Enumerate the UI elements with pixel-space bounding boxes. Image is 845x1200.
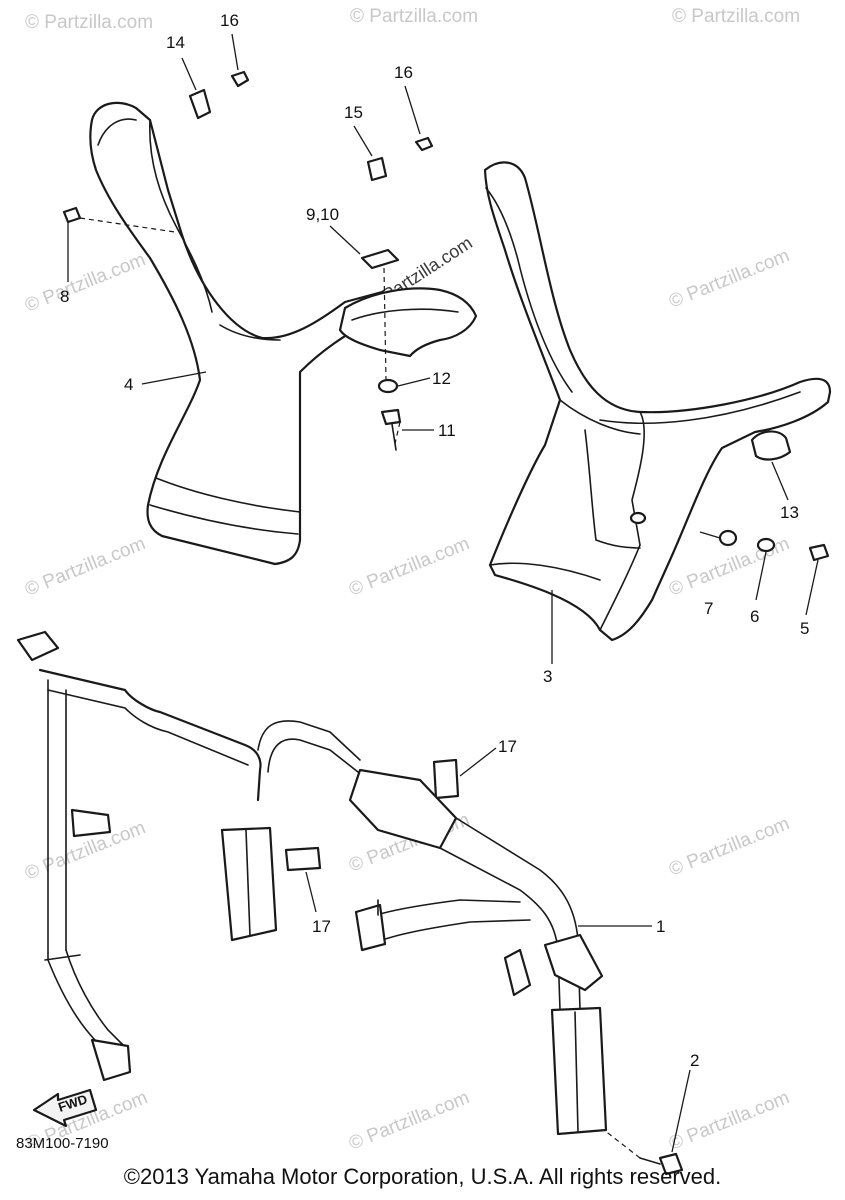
assembly-lines xyxy=(79,217,641,1159)
callout-17-second: 17 xyxy=(312,917,331,936)
callout-5: 5 xyxy=(800,619,809,638)
watermark: © Partzilla.com xyxy=(350,6,478,27)
part-8-screw xyxy=(62,206,82,224)
callout-9-10: 9,10 xyxy=(306,205,339,224)
watermark: © Partzilla.com xyxy=(666,813,793,880)
part-16-screw xyxy=(230,70,250,88)
part-9-10-nut xyxy=(360,248,400,270)
callout-14: 14 xyxy=(166,33,185,52)
copyright-notice: ©2013 Yamaha Motor Corporation, U.S.A. A… xyxy=(123,1164,722,1189)
part-12-washer xyxy=(377,378,399,394)
callout-4: 4 xyxy=(124,375,133,394)
fwd-arrow: FWD xyxy=(32,1088,98,1128)
callout-7: 7 xyxy=(704,599,713,618)
part-1-frame xyxy=(16,630,608,1136)
fasteners xyxy=(62,70,830,1176)
watermark: © Partzilla.com xyxy=(666,1087,793,1154)
part-6-washer xyxy=(756,537,776,553)
callout-15: 15 xyxy=(344,103,363,122)
callouts: 14 16 16 15 9,10 8 4 12 11 13 7 6 5 3 17… xyxy=(60,11,809,1070)
watermark: © Partzilla.com xyxy=(672,6,800,27)
part-15-nut xyxy=(366,156,388,182)
watermark: © Partzilla.com xyxy=(25,12,153,33)
callout-16: 16 xyxy=(220,11,239,30)
diagram-code: 83M100-7190 xyxy=(16,1135,109,1152)
center-panel xyxy=(338,287,478,358)
part-17-pad-b xyxy=(284,846,322,872)
callout-13: 13 xyxy=(780,503,799,522)
part-16-screw-2 xyxy=(414,136,434,152)
callout-8: 8 xyxy=(60,287,69,306)
part-4-left-cover xyxy=(89,101,402,566)
part-5-screw xyxy=(808,543,830,562)
part-14-clip xyxy=(188,88,212,120)
watermark: © Partzilla.com xyxy=(666,245,793,312)
part-2-bolt xyxy=(658,1152,684,1176)
watermark: © Partzilla.com xyxy=(22,249,149,316)
callout-11: 11 xyxy=(438,421,456,440)
part-13-grommet xyxy=(750,430,792,461)
callout-1: 1 xyxy=(656,917,665,936)
watermark: © Partzilla.com xyxy=(346,1087,473,1154)
callout-3: 3 xyxy=(543,667,552,686)
part-3-right-cover xyxy=(483,161,832,642)
callout-17: 17 xyxy=(498,737,517,756)
watermark: © Partzilla.com xyxy=(22,533,149,600)
leader-lines xyxy=(67,33,819,1153)
callout-2: 2 xyxy=(690,1051,699,1070)
callout-12: 12 xyxy=(432,369,451,388)
part-11-bolt xyxy=(380,408,402,426)
part-17-pad-a xyxy=(432,758,460,800)
callout-6: 6 xyxy=(750,607,759,626)
callout-16-second: 16 xyxy=(394,63,413,82)
watermark: © Partzilla.com xyxy=(346,533,473,600)
part-7-nut xyxy=(718,529,738,547)
